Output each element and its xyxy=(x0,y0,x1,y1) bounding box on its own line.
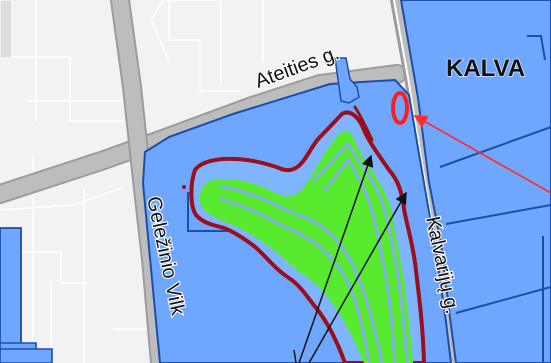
marker-ellipse[interactable] xyxy=(391,91,409,125)
right-parcel-row-4[interactable] xyxy=(527,35,546,61)
blue-inner-line-4 xyxy=(323,157,397,363)
light-parcel-lines xyxy=(0,0,264,363)
district-label: KALVA xyxy=(446,55,525,82)
parcel-group-left[interactable] xyxy=(0,0,53,363)
left-top-parcel[interactable] xyxy=(0,0,13,59)
right-parcel-row-3[interactable] xyxy=(455,286,551,314)
blue-inner-line-2 xyxy=(219,197,371,363)
annotations[interactable] xyxy=(293,91,551,363)
pointer-line-red[interactable] xyxy=(413,115,551,194)
red-secondary-outline xyxy=(353,105,374,142)
pointer-line-black-3[interactable] xyxy=(293,349,297,363)
pointer-line-black-1[interactable] xyxy=(298,154,374,363)
pointer-line-black-2[interactable] xyxy=(308,191,407,363)
left-blue-parcel-3[interactable] xyxy=(0,348,53,363)
left-blue-parcel-1[interactable] xyxy=(0,227,22,363)
blue-inner-line-1 xyxy=(218,184,384,363)
central-parcel-top-notch[interactable] xyxy=(334,57,360,104)
blue-inner-line-3 xyxy=(312,142,409,363)
right-parcel-row-1[interactable] xyxy=(439,126,551,168)
right-parcel-row-2[interactable] xyxy=(445,204,551,225)
